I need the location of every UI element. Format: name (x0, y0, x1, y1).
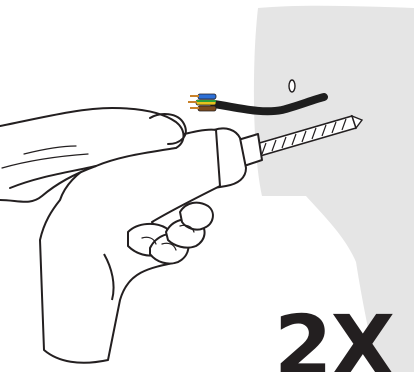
wall-hole-icon (289, 80, 295, 92)
repeat-count-label: 2X (274, 304, 393, 372)
